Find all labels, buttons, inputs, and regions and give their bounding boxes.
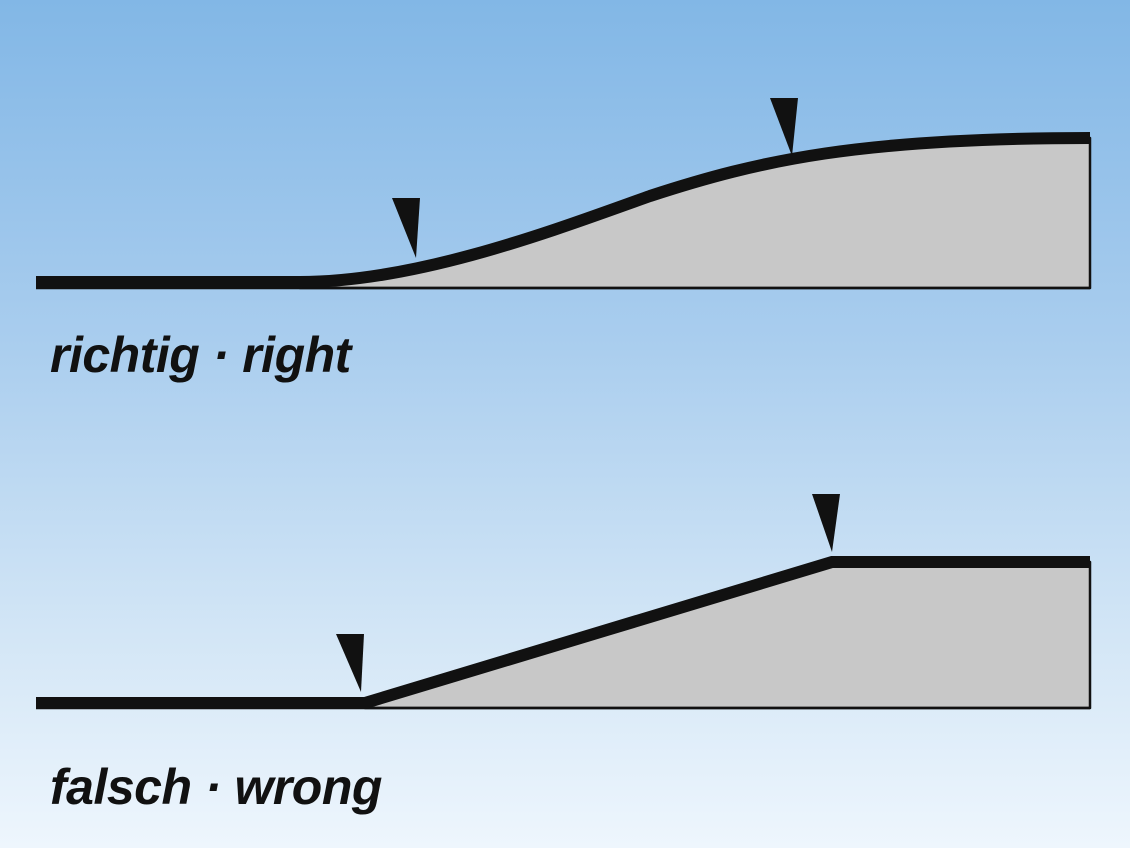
wrong-track-line [36,556,1090,709]
right-track-line [36,132,1091,288]
right-transition-profile [36,98,1092,290]
wrong-ramp-fill [363,560,1092,710]
wrong-start-marker-icon [336,634,364,692]
caption-wrong: falsch · wrong [50,759,382,815]
wrong-transition-profile [36,494,1092,710]
right-start-marker-icon [392,198,420,258]
wrong-end-marker-icon [812,494,840,552]
right-end-marker-icon [770,98,798,156]
caption-right: richtig · right [50,327,351,383]
